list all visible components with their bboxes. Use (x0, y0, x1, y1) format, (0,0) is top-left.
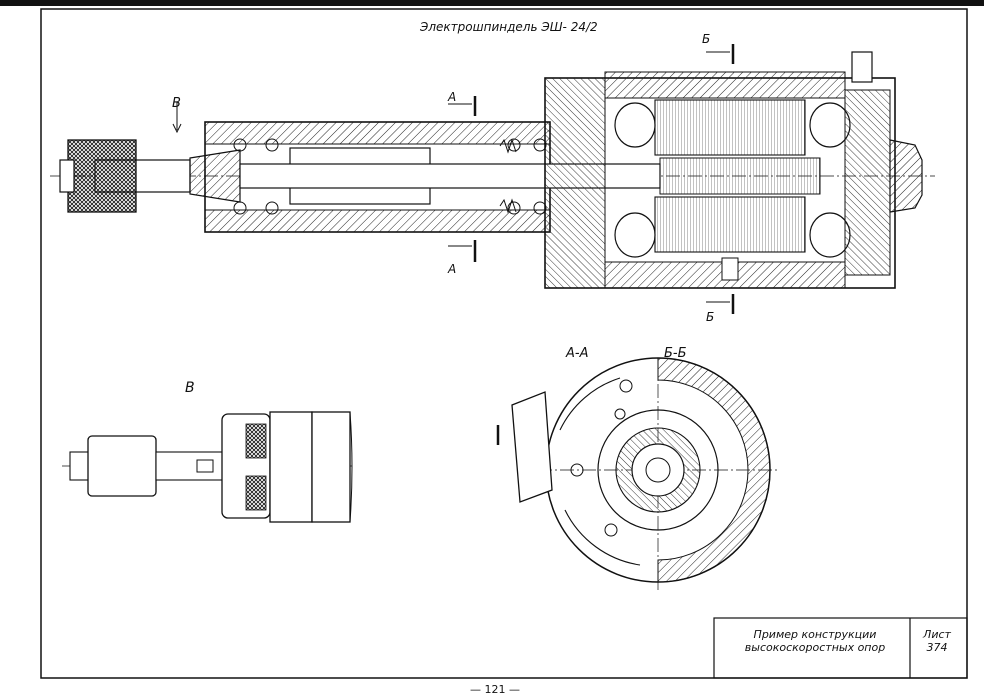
section-a-b-drawing (496, 357, 780, 590)
section-b-bottom-label: Б (706, 310, 715, 324)
description-line-1: Пример конструкции (753, 628, 877, 641)
section-a-top-label: А (448, 90, 457, 104)
spindle-section-view (50, 44, 935, 314)
drawing-title: Электрошпиндель ЭШ- 24/2 (420, 20, 598, 34)
page-number: — 121 — (470, 683, 520, 696)
title-block-frame (713, 617, 968, 679)
section-a-bottom-label: А (448, 262, 457, 276)
scan-top-edge (0, 0, 984, 6)
drawing-border (40, 8, 968, 679)
section-b-caption: Б-Б (664, 346, 687, 361)
section-b-top-label: Б (702, 32, 711, 46)
sheet-number: 374 (926, 641, 948, 654)
view-b-drawing (62, 411, 353, 523)
title-block-description: Пример конструкции высокоскоростных опор (730, 628, 900, 654)
section-a-caption: А-А (566, 346, 589, 361)
description-line-2: высокоскоростных опор (744, 641, 886, 654)
view-arrow-label: В (172, 96, 181, 111)
title-block-sheet: Лист 374 (916, 628, 958, 654)
sheet-label: Лист (923, 628, 951, 641)
view-caption: В (185, 380, 195, 396)
